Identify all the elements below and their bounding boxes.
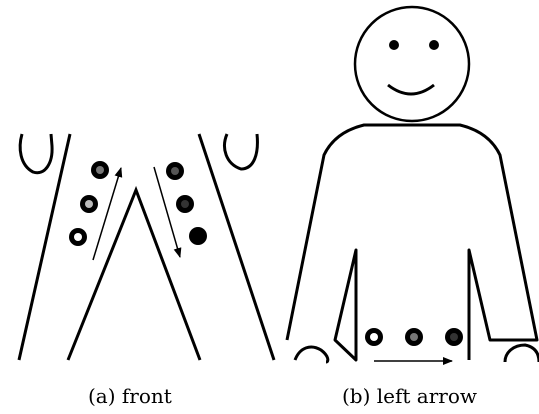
panel-b-left-arrow	[285, 5, 539, 365]
up-arrow	[92, 167, 123, 261]
head-outline	[353, 5, 471, 123]
left-eye	[389, 40, 399, 50]
legs-outline	[17, 133, 276, 361]
down-arrow	[153, 166, 182, 258]
dot-a-1	[91, 161, 109, 179]
dot-b-2	[405, 328, 423, 346]
dot-b-1	[365, 328, 383, 346]
left-hand-outline	[18, 133, 54, 175]
caption-b: (b) left arrow	[342, 384, 477, 408]
right-eye	[429, 40, 439, 50]
panel-a-front	[17, 133, 276, 361]
right-hand-outline-b	[503, 343, 539, 363]
dot-a-4	[166, 162, 184, 180]
right-hand-outline	[223, 133, 259, 171]
dot-a-6	[189, 227, 207, 245]
dot-b-3	[445, 328, 463, 346]
torso-outline	[285, 123, 539, 362]
smile-mouth	[387, 83, 435, 96]
caption-b-text: left arrow	[376, 384, 478, 408]
dot-a-5	[176, 195, 194, 213]
caption-b-tag: (b)	[342, 384, 371, 408]
caption-a-tag: (a)	[88, 384, 116, 408]
left-hand-outline-b	[293, 345, 330, 364]
dot-a-3	[69, 228, 87, 246]
caption-a: (a) front	[88, 384, 172, 408]
dot-a-2	[80, 195, 98, 213]
caption-a-text: front	[121, 384, 172, 408]
